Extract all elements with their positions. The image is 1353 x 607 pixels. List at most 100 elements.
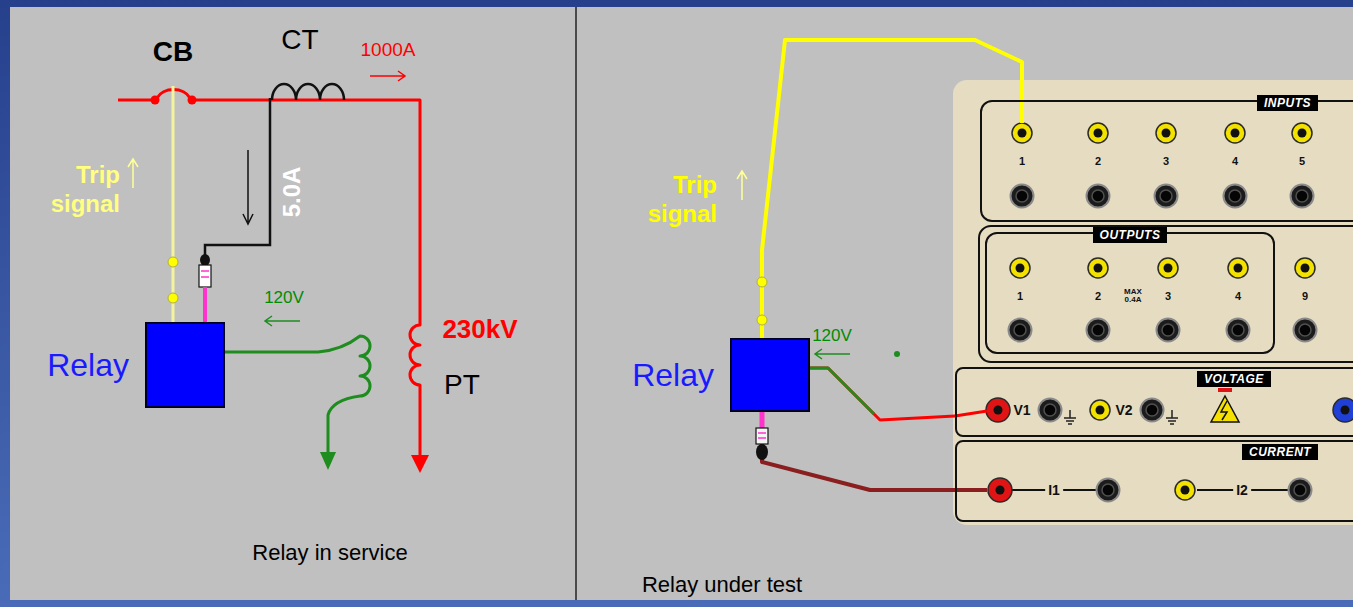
breaker-symbol — [157, 90, 190, 98]
label-holder: PT — [444, 368, 480, 402]
label-holder: 1 — [1017, 290, 1023, 303]
flow-arrow — [128, 159, 138, 188]
current-lead — [203, 287, 207, 322]
output-jack — [1228, 258, 1248, 278]
ground — [10, 7, 1353, 600]
ct-secondary-wire — [205, 98, 270, 256]
current-band: CURRENT — [955, 440, 1353, 522]
label-holder: Relay under test — [642, 572, 802, 598]
jack-number: 3 — [1165, 290, 1171, 303]
label-holder: 120V — [812, 326, 852, 346]
plug-tip — [200, 254, 210, 266]
secondary-current: 5.0A — [278, 167, 307, 218]
trip-wire — [172, 86, 175, 322]
input-jack — [1292, 123, 1312, 143]
input-return-jack — [1155, 185, 1178, 208]
panel-heading: OUTPUTS — [1093, 227, 1168, 243]
input-jack — [1225, 123, 1245, 143]
voltage-jack — [986, 398, 1010, 422]
label-holder: 120V — [264, 288, 304, 308]
input-return-jack — [1224, 185, 1247, 208]
terminal-dot — [757, 277, 767, 287]
label-holder: 9 — [1302, 290, 1308, 303]
jack-number: 1 — [1017, 290, 1023, 303]
ground-symbol — [1166, 410, 1178, 424]
plug-body — [756, 428, 768, 444]
relay-box: Relay — [730, 338, 810, 412]
flow-arrow — [243, 150, 253, 224]
breaker-contact — [151, 96, 160, 105]
jack-number: 1 — [1019, 155, 1025, 168]
jack-number: 3 — [1163, 155, 1169, 168]
label-holder: V1 — [1013, 402, 1030, 419]
outputs-frame — [979, 226, 1353, 362]
label-holder: V2 — [1115, 402, 1132, 419]
rating-note: MAX 0.4A — [1120, 288, 1146, 305]
current-wire — [762, 412, 955, 490]
panel-heading: INPUTS — [1257, 95, 1318, 111]
voltage-return-jack — [1141, 399, 1164, 422]
input-jack — [1088, 123, 1108, 143]
flow-arrow — [815, 349, 850, 359]
label-holder: 1000A — [361, 39, 416, 62]
signal-name: Trip signal — [629, 171, 717, 229]
test-voltage: 120V — [812, 326, 852, 346]
label-holder: CB — [153, 35, 193, 69]
terminal-dot — [168, 293, 178, 303]
panel-caption: Relay under test — [642, 572, 802, 598]
current-return-jack — [1289, 479, 1312, 502]
output-return-jack — [1087, 319, 1110, 342]
label-holder: 1 — [1019, 155, 1025, 168]
arrowhead — [411, 455, 429, 473]
trip-wire — [762, 40, 1022, 338]
ct-coil — [272, 84, 344, 100]
output-return-jack — [1227, 319, 1250, 342]
output-return-jack — [1294, 319, 1317, 342]
label-holder: 4 — [1235, 290, 1241, 303]
test-set-panel — [953, 80, 1353, 525]
panel-caption: Relay in service — [252, 540, 407, 566]
current-jack — [988, 478, 1012, 502]
output-jack — [1158, 258, 1178, 278]
current-lead — [760, 412, 765, 428]
relay-label: Relay — [19, 347, 129, 384]
warning-symbol — [1211, 396, 1239, 422]
output-return-jack — [1009, 319, 1032, 342]
pt-secondary-wire — [225, 336, 370, 452]
bus-line — [195, 100, 420, 455]
jack-number: 2 — [1095, 290, 1101, 303]
plug-tip — [756, 444, 768, 460]
output-jack — [1010, 258, 1030, 278]
terminal-dot — [757, 315, 767, 325]
output-return-jack — [1157, 319, 1180, 342]
flow-arrow — [370, 71, 405, 81]
label-holder: Trip signal — [32, 161, 120, 219]
arrowhead — [320, 452, 336, 470]
voltage-jack — [1333, 398, 1353, 422]
panel-heading: CURRENT — [1242, 444, 1318, 460]
ct-label: CT — [281, 23, 318, 57]
label-holder: I2 — [1233, 482, 1251, 499]
flow-arrow — [737, 171, 747, 200]
secondary-voltage: 120V — [264, 288, 304, 308]
pt-label: PT — [444, 368, 480, 402]
breaker-contact — [188, 96, 197, 105]
label-holder: CT — [281, 23, 318, 57]
jack-number: 4 — [1232, 155, 1238, 168]
label-holder: 4 — [1232, 155, 1238, 168]
output-jack — [1295, 258, 1315, 278]
label-holder: 3 — [1163, 155, 1169, 168]
relay-label: Relay — [604, 357, 714, 394]
panel-divider — [575, 7, 577, 600]
current-wire-end — [955, 488, 987, 492]
label-holder: MAX 0.4A — [1120, 288, 1146, 305]
channel-name: I1 — [1045, 482, 1063, 499]
output-jack — [1088, 258, 1108, 278]
plug-stripe — [201, 271, 209, 277]
voltage-lead — [810, 368, 874, 414]
label-holder: Trip signal — [629, 171, 717, 229]
label-holder: I1 — [1045, 482, 1063, 499]
jack-number: 2 — [1095, 155, 1101, 168]
jack-number: 9 — [1302, 290, 1308, 303]
